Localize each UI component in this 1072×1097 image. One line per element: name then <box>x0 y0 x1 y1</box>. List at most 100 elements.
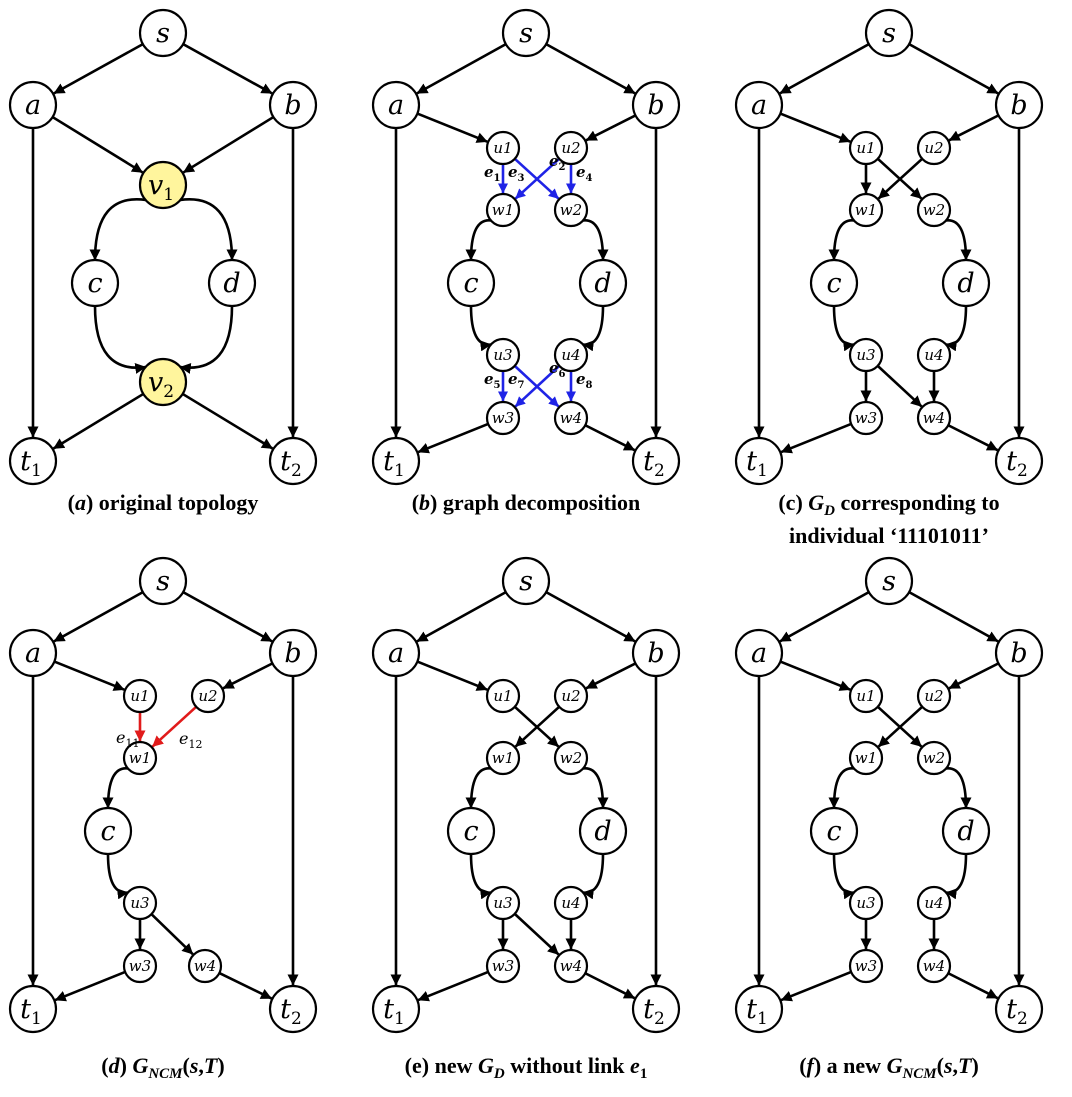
edge-label-e1: e1 <box>484 163 501 184</box>
node-label: w4 <box>923 957 945 975</box>
node-t1: t1 <box>734 984 784 1034</box>
edge-v2-t1 <box>52 392 145 450</box>
edge-label-e12: e12 <box>179 729 202 751</box>
node-label: b <box>647 90 664 121</box>
edge-d-u4 <box>582 853 605 900</box>
node-label: w3 <box>855 957 877 975</box>
node-label: u3 <box>856 346 875 364</box>
edge-w4-t2 <box>947 972 999 1000</box>
node-u1: u1 <box>848 130 884 166</box>
node-label: u4 <box>561 346 580 364</box>
node-w1: w1 <box>485 740 521 776</box>
node-c: c <box>83 806 133 856</box>
edge-u4-w3 <box>514 364 561 408</box>
edges <box>390 43 662 454</box>
node-a: a <box>734 80 784 130</box>
node-circle <box>138 357 188 407</box>
panel-caption: (a) original topology <box>68 490 259 515</box>
node-a: a <box>371 628 421 678</box>
node-label: c <box>87 268 102 299</box>
edge-b-u2 <box>585 662 637 690</box>
node-label: w4 <box>560 409 582 427</box>
node-label: u3 <box>493 346 512 364</box>
node-label: w3 <box>492 409 514 427</box>
node-a: a <box>8 80 58 130</box>
edge-b-u2 <box>948 662 1000 690</box>
node-d: d <box>578 806 628 856</box>
node-label: w3 <box>492 957 514 975</box>
node-label: u2 <box>561 687 580 705</box>
node-label: d <box>594 268 611 299</box>
node-u3: u3 <box>485 337 521 373</box>
node-w4: w4 <box>553 400 589 436</box>
node-label: s <box>882 18 896 49</box>
node-label: u1 <box>493 139 512 157</box>
node-circle <box>485 678 521 714</box>
node-label: v2 <box>148 367 174 402</box>
node-u1: u1 <box>848 678 884 714</box>
node-w1: w1 <box>848 740 884 776</box>
node-label: b <box>647 638 664 669</box>
node-label: u3 <box>493 894 512 912</box>
node-circle <box>848 740 884 776</box>
node-b: b <box>268 80 318 130</box>
node-circle <box>578 806 628 856</box>
node-circle <box>734 984 784 1034</box>
edge-a-u1 <box>416 660 488 691</box>
edge-u3-w4 <box>150 913 194 956</box>
node-circle <box>553 192 589 228</box>
node-circle <box>916 337 952 373</box>
edge-w2-d <box>945 767 972 809</box>
node-t1: t1 <box>371 436 421 486</box>
node-label: c <box>826 816 841 847</box>
node-w2: w2 <box>553 192 589 228</box>
node-circle <box>848 337 884 373</box>
edge-c-u3 <box>832 853 855 900</box>
edge-w3-t1 <box>54 970 126 1002</box>
node-label: s <box>882 566 896 597</box>
node-circle <box>122 885 158 921</box>
node-s: s <box>138 8 188 58</box>
node-circle <box>553 400 589 436</box>
node-circle <box>941 258 991 308</box>
edge-w4-t2 <box>584 424 636 452</box>
edge-a-u1 <box>53 660 125 691</box>
node-s: s <box>138 556 188 606</box>
edge-w2-d <box>582 219 609 261</box>
edge-c-u3 <box>469 305 492 352</box>
edge-u3-w4 <box>513 912 560 956</box>
node-label: d <box>957 268 974 299</box>
node-circle <box>268 80 318 130</box>
node-label: u4 <box>561 894 580 912</box>
node-label: s <box>519 18 533 49</box>
node-label: w2 <box>923 201 945 219</box>
edge-d-v2 <box>179 305 234 374</box>
node-circle <box>501 8 551 58</box>
edge-a-u1 <box>416 112 488 143</box>
node-circle <box>848 192 884 228</box>
node-circle <box>916 740 952 776</box>
node-c: c <box>446 258 496 308</box>
node-u4: u4 <box>916 337 952 373</box>
edge-w4-t2 <box>584 972 636 1000</box>
node-circle <box>631 984 681 1034</box>
node-d: d <box>578 258 628 308</box>
edge-w3-t1 <box>780 970 852 1002</box>
edge-s-b <box>908 591 999 643</box>
node-circle <box>734 436 784 486</box>
node-label: w1 <box>855 201 877 219</box>
node-circle <box>864 556 914 606</box>
edge-v2-t2 <box>181 392 274 450</box>
node-label: d <box>957 816 974 847</box>
node-w3: w3 <box>848 400 884 436</box>
node-circle <box>553 130 589 166</box>
edge-u2-w1 <box>151 705 198 748</box>
edges <box>753 591 1025 1002</box>
